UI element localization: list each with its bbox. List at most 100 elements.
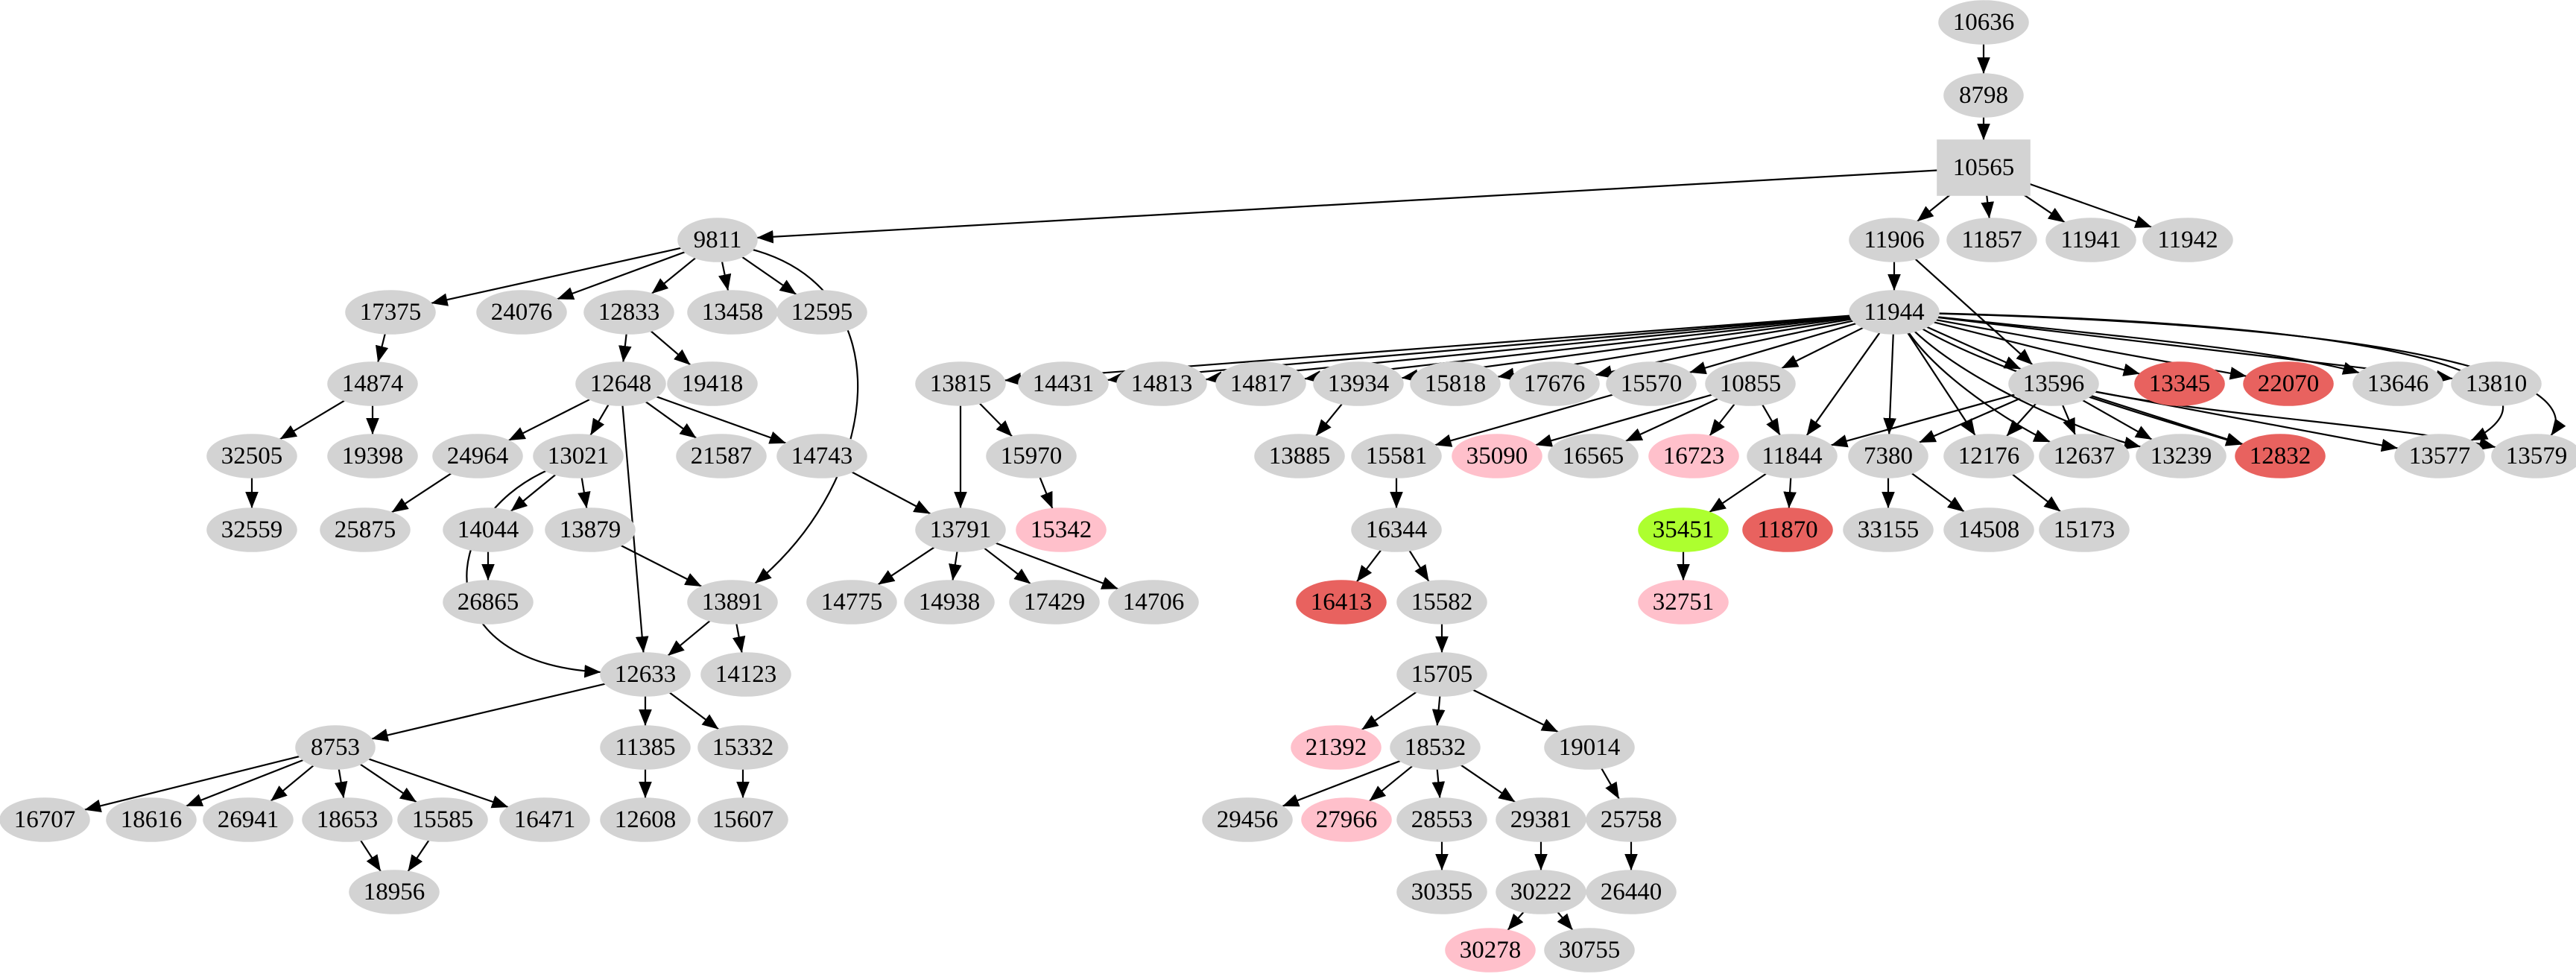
graph-edge-19014-25758 [1601, 768, 1620, 800]
graph-node-18616: 18616 [106, 797, 197, 842]
node-label: 15818 [1425, 370, 1487, 397]
node-label: 13879 [560, 516, 621, 543]
graph-node-11385: 11385 [600, 725, 691, 770]
graph-edge-10565-9811 [756, 169, 1938, 244]
graph-edge-8753-16471 [368, 758, 509, 809]
node-label: 11870 [1757, 516, 1817, 543]
node-label: 29456 [1217, 806, 1279, 833]
node-ellipse [1396, 870, 1487, 914]
node-box [1937, 139, 2031, 196]
graph-node-15818: 15818 [1410, 361, 1501, 406]
graph-edge-11944-13646 [1937, 316, 2360, 375]
node-label: 17429 [1024, 589, 1086, 616]
node-ellipse [1849, 218, 1940, 262]
node-label: 11941 [2060, 227, 2121, 253]
graph-edge-9811-12595 [741, 256, 797, 296]
graph-edge-11944-12176 [1907, 332, 1976, 436]
graph-node-30755: 30755 [1544, 928, 1635, 973]
node-ellipse [443, 580, 534, 624]
node-label: 15970 [1001, 443, 1063, 469]
graph-edge-11944-7380 [1883, 333, 1896, 435]
node-label: 11942 [2157, 227, 2218, 253]
node-ellipse [1351, 434, 1442, 478]
node-label: 18616 [121, 806, 183, 833]
node-ellipse [1410, 361, 1501, 406]
graph-node-30278: 30278 [1445, 928, 1536, 973]
node-label: 16413 [1311, 589, 1373, 616]
node-ellipse [1544, 725, 1635, 770]
node-ellipse [1254, 434, 1345, 478]
node-label: 10636 [1953, 9, 2015, 36]
graph-node-14938: 14938 [904, 580, 995, 624]
node-ellipse [915, 361, 1006, 406]
graph-node-14431: 14431 [1018, 361, 1109, 406]
graph-edge-15705-19014 [1472, 689, 1559, 733]
node-label: 16471 [514, 806, 576, 833]
node-ellipse [583, 290, 674, 335]
graph-node-16565: 16565 [1548, 434, 1639, 478]
node-label: 10855 [1720, 370, 1782, 397]
graph-node-19418: 19418 [667, 361, 758, 406]
graph-node-26865: 26865 [443, 580, 534, 624]
node-ellipse [1313, 361, 1404, 406]
graph-node-12608: 12608 [600, 797, 691, 842]
node-label: 7380 [1864, 443, 1913, 469]
graph-node-13810: 13810 [2451, 361, 2542, 406]
node-label: 16723 [1663, 443, 1725, 469]
graph-node-14813: 14813 [1116, 361, 1207, 406]
node-ellipse [327, 434, 418, 478]
node-ellipse [1586, 870, 1677, 914]
node-label: 14123 [715, 661, 777, 688]
graph-edge-30222-30278 [1507, 911, 1525, 932]
node-ellipse [676, 434, 767, 478]
graph-node-11844: 11844 [1747, 434, 1838, 478]
graph-node-17429: 17429 [1009, 580, 1100, 624]
node-ellipse [397, 797, 488, 842]
node-label: 33155 [1858, 516, 1920, 543]
node-label: 9811 [694, 227, 742, 253]
node-ellipse [1509, 361, 1600, 406]
node-label: 24964 [447, 443, 509, 469]
graph-node-11944: 11944 [1849, 290, 1940, 335]
graph-node-11941: 11941 [2045, 218, 2136, 262]
graph-edge-13891-12633 [667, 620, 711, 657]
graph-node-14817: 14817 [1215, 361, 1306, 406]
node-label: 35090 [1466, 443, 1528, 469]
graph-node-21392: 21392 [1291, 725, 1382, 770]
graph-node-30222: 30222 [1496, 870, 1586, 914]
graph-node-30355: 30355 [1396, 870, 1487, 914]
graph-node-13885: 13885 [1254, 434, 1345, 478]
node-label: 14508 [1958, 516, 2020, 543]
graph-edge-18532-28553 [1431, 768, 1446, 799]
node-ellipse [2451, 361, 2542, 406]
node-ellipse [2243, 361, 2334, 406]
graph-edge-11944-14817 [1304, 316, 1851, 384]
graph-node-13021: 13021 [533, 434, 624, 478]
graph-node-15582: 15582 [1396, 580, 1487, 624]
node-ellipse [1747, 434, 1838, 478]
node-ellipse [476, 290, 567, 335]
graph-edge-11944-14813 [1205, 315, 1851, 385]
graph-edge-13021-14044 [510, 474, 557, 512]
node-label: 14775 [821, 589, 883, 616]
node-ellipse [1390, 725, 1481, 770]
graph-node-12595: 12595 [776, 290, 867, 335]
node-ellipse [106, 797, 197, 842]
graph-edge-13934-13885 [1315, 403, 1343, 437]
graph-node-29381: 29381 [1496, 797, 1586, 842]
graph-node-16471: 16471 [499, 797, 590, 842]
node-label: 12648 [590, 370, 652, 397]
graph-node-18532: 18532 [1390, 725, 1481, 770]
node-ellipse [327, 361, 418, 406]
node-ellipse [302, 797, 393, 842]
node-ellipse [1638, 507, 1729, 552]
graph-node-15970: 15970 [986, 434, 1077, 478]
node-ellipse [700, 652, 791, 697]
graph-edge-10855-35090 [1535, 393, 1712, 447]
node-label: 22070 [2258, 370, 2320, 397]
graph-node-33155: 33155 [1843, 507, 1934, 552]
node-ellipse [806, 580, 897, 624]
node-label: 16707 [14, 806, 76, 833]
graph-node-13345: 13345 [2134, 361, 2225, 406]
node-label: 12832 [2250, 443, 2311, 469]
